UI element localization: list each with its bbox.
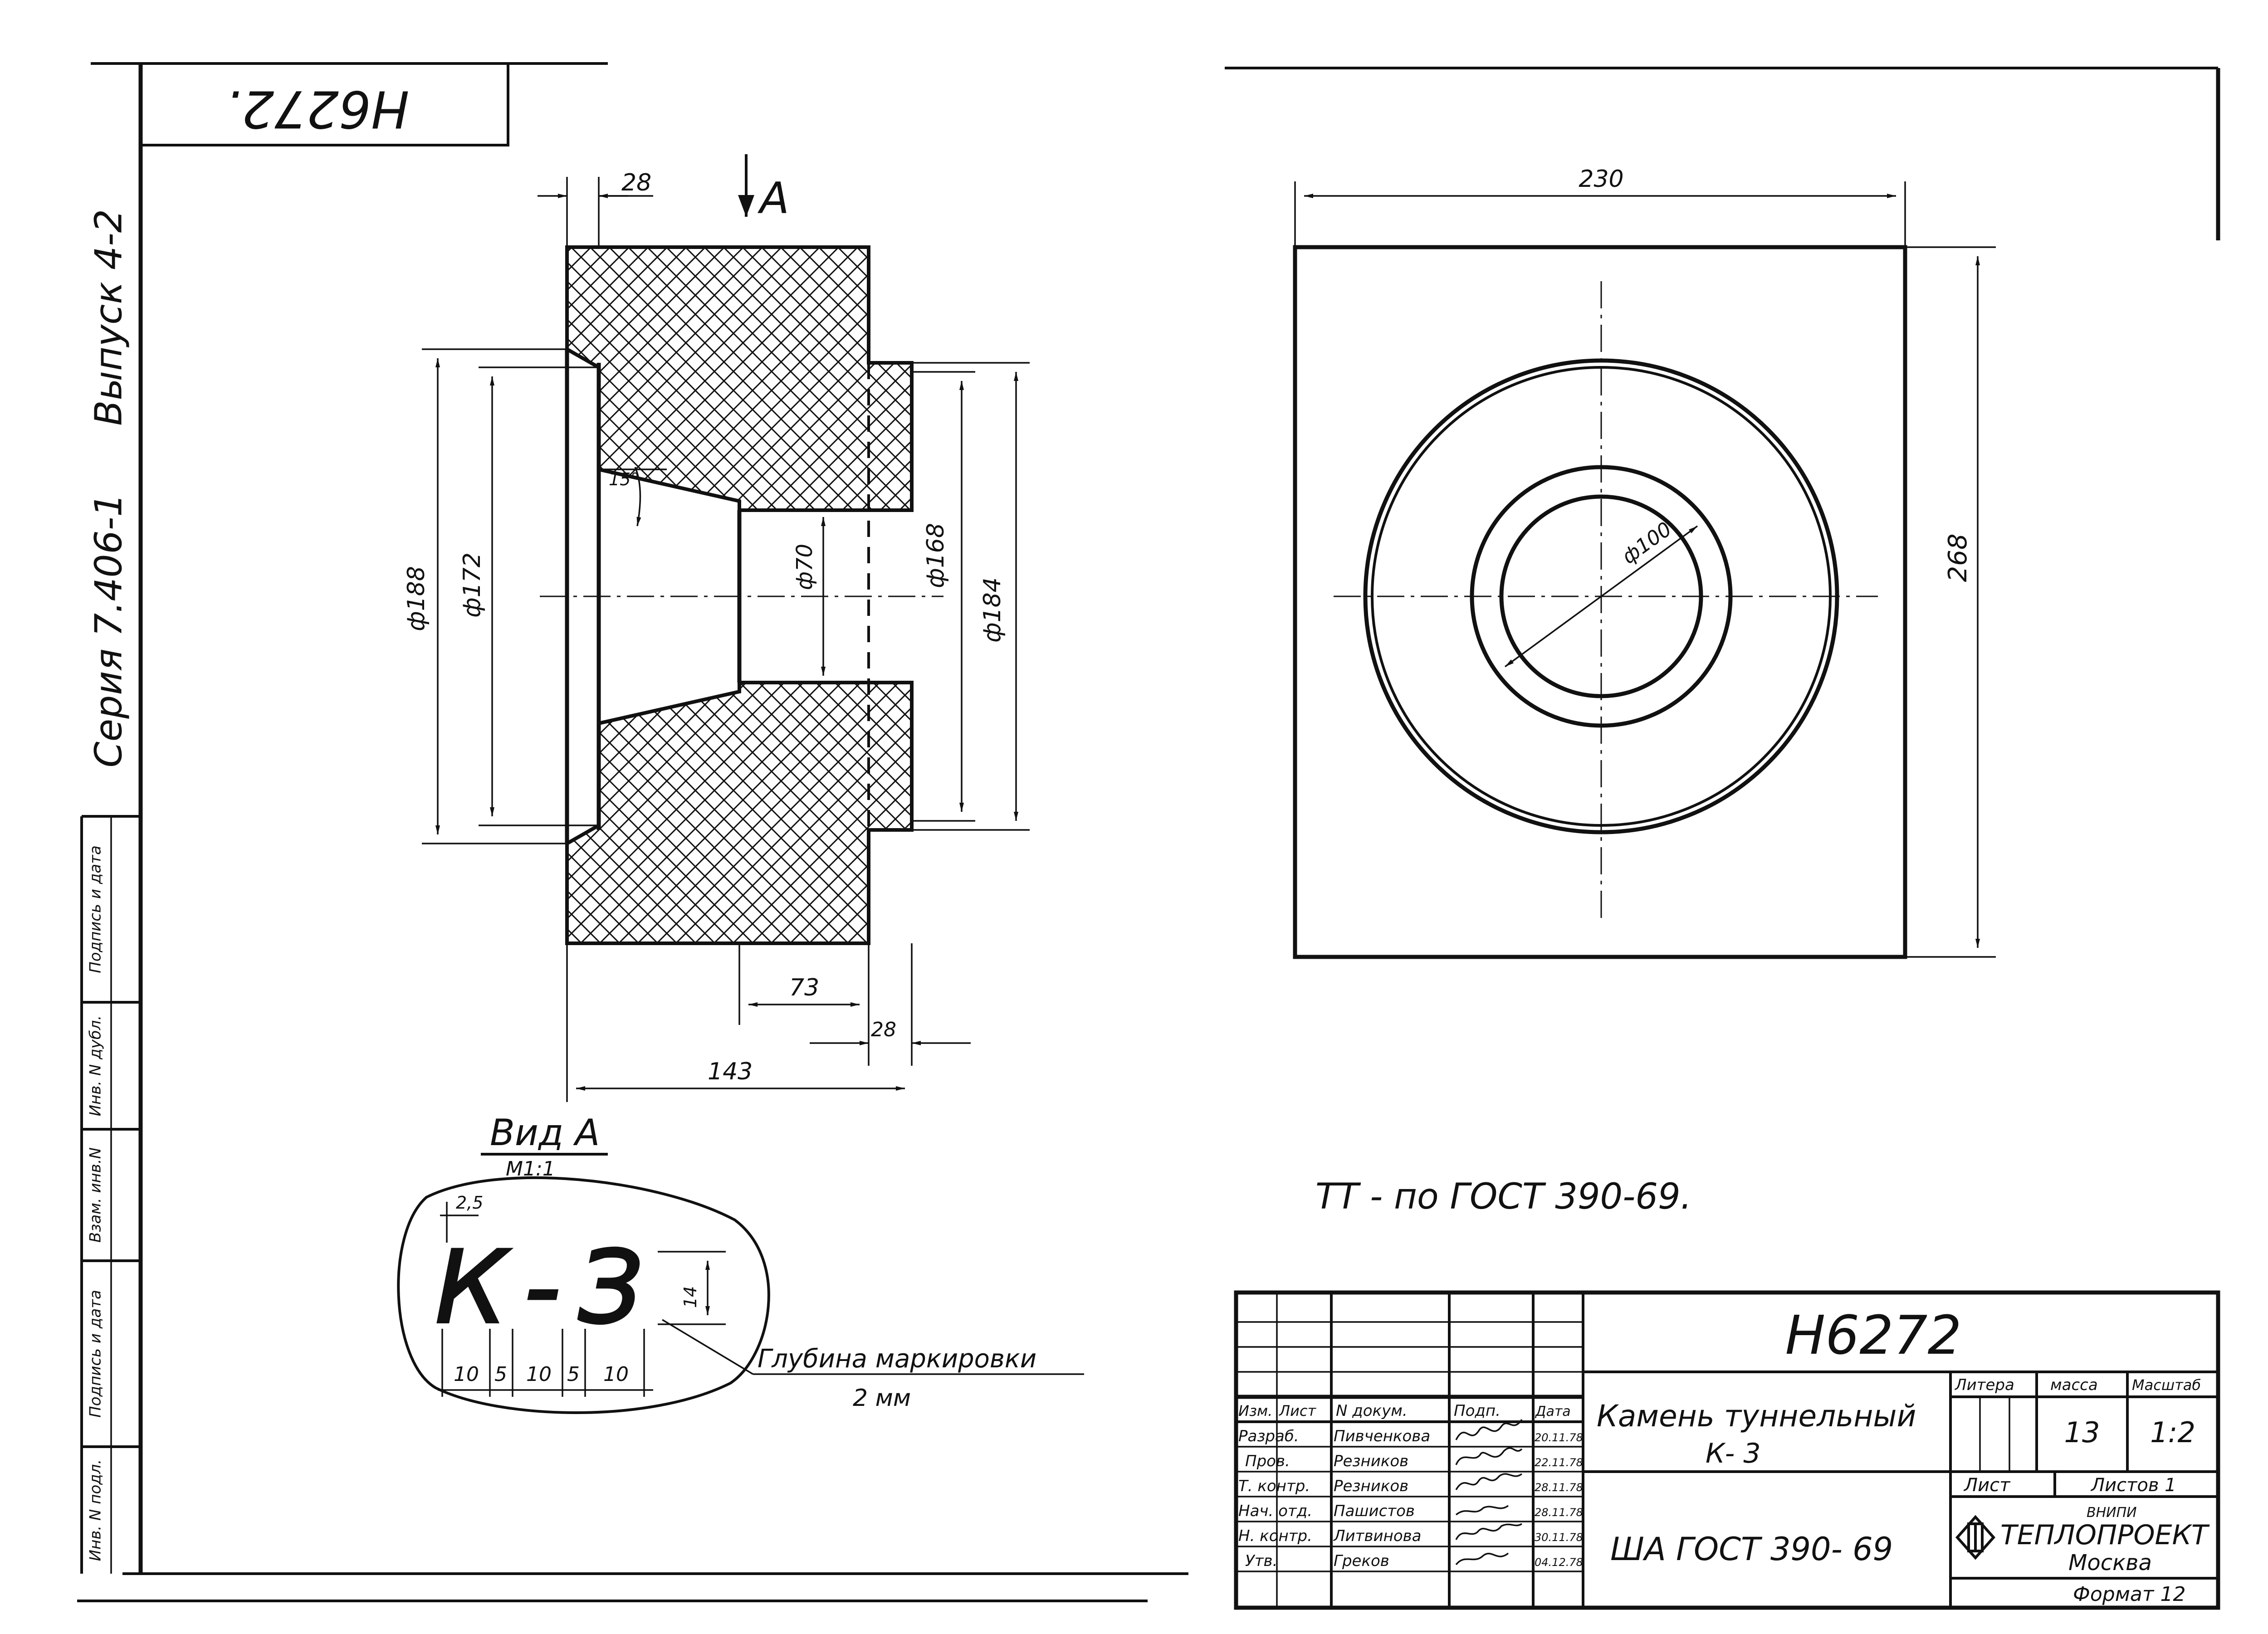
- dim-bottom: 5: [567, 1363, 580, 1386]
- view-a-title: Вид А: [490, 1112, 600, 1154]
- sheet-label: Лист: [1963, 1475, 2011, 1496]
- view-a: Вид А М1:1 2,5 К-З 14 10 5 10 5 10 Глуби…: [397, 1112, 1084, 1414]
- margin-cell-label: Подпись и дата: [87, 1290, 105, 1418]
- scale-value: 1:2: [2150, 1416, 2195, 1449]
- tt-note: ТТ - по ГОСТ 390-69.: [1315, 1176, 1691, 1217]
- org-name: ТЕПЛОПРОЕКТ: [2000, 1519, 2210, 1551]
- dim-d100: ф100: [1618, 517, 1676, 569]
- role-label: Утв.: [1245, 1552, 1277, 1570]
- litera-label: Литера: [1954, 1376, 2014, 1394]
- sign-date: 30.11.78: [1535, 1531, 1583, 1544]
- dim-bottom: 10: [454, 1363, 479, 1386]
- format-label: Формат 12: [2073, 1583, 2186, 1606]
- col-header: Лист: [1279, 1402, 1316, 1419]
- section-view: A 28 ф188 ф172 ф70 ф168 ф184 1: [403, 154, 1030, 1102]
- margin-cell-label: Подпись и дата: [87, 845, 105, 973]
- title-block: Изм. Лист N докум. Подп. Дата Разраб. Пи…: [1234, 1290, 2220, 1610]
- sheets-label: Листов 1: [2090, 1475, 2176, 1496]
- col-header: Изм.: [1238, 1402, 1272, 1419]
- dim-bottom: 5: [494, 1363, 507, 1386]
- dim-28-bottom: 28: [871, 1018, 896, 1041]
- role-label: Нач. отд.: [1238, 1502, 1312, 1520]
- dim-143: 143: [708, 1058, 753, 1085]
- part-name: Камень туннельный: [1597, 1399, 1916, 1434]
- dim-73: 73: [789, 974, 819, 1001]
- dim-2-5: 2,5: [456, 1193, 483, 1213]
- margin-cell-label: Взам. инв.N: [87, 1147, 105, 1243]
- person-name: Резников: [1334, 1477, 1408, 1495]
- margin-cell-label: Инв. N подл.: [87, 1459, 105, 1561]
- role-label: Разраб.: [1238, 1427, 1299, 1445]
- signature-scribbles: [1455, 1419, 1523, 1566]
- col-header: N докум.: [1336, 1402, 1408, 1420]
- sign-date: 20.11.78: [1535, 1431, 1583, 1444]
- depth-label: Глубина маркировки: [758, 1344, 1036, 1374]
- dim-14: 14: [680, 1286, 700, 1308]
- margin-cell-label: Инв. N дубл.: [87, 1015, 105, 1117]
- dim-268: 268: [1943, 534, 1973, 582]
- issue-label: Выпуск 4-2: [87, 209, 130, 426]
- mass-value: 13: [2064, 1416, 2100, 1449]
- plan-view: ф100 230 268: [1293, 166, 1996, 959]
- marking-text: К-З: [435, 1229, 661, 1346]
- angle-15: 15°: [609, 469, 639, 489]
- person-name: Пивченкова: [1334, 1427, 1430, 1445]
- sheet-code-rotated: H6272.: [226, 79, 410, 138]
- org-city: Москва: [2068, 1550, 2152, 1575]
- drawing-code: H6272: [1785, 1304, 1961, 1366]
- person-name: Резников: [1334, 1452, 1408, 1470]
- sign-date: 04.12.78: [1535, 1556, 1583, 1569]
- sign-date: 28.11.78: [1535, 1506, 1583, 1519]
- sheet-frame: [77, 62, 2220, 1609]
- sign-date: 28.11.78: [1535, 1481, 1583, 1494]
- person-name: Литвинова: [1333, 1527, 1422, 1545]
- dim-top-28: 28: [621, 169, 651, 196]
- dim-d172: ф172: [459, 552, 486, 618]
- part-name-code: К- 3: [1706, 1438, 1761, 1469]
- dim-d70: ф70: [792, 544, 817, 590]
- role-label: Н. контр.: [1238, 1527, 1312, 1545]
- col-header: Подп.: [1454, 1402, 1501, 1420]
- sign-date: 22.11.78: [1535, 1456, 1583, 1469]
- sheet-code-box: H6272.: [139, 62, 509, 146]
- series-label: Серия 7.406-1: [87, 493, 130, 768]
- person-name: Пашистов: [1334, 1502, 1415, 1520]
- col-header: Дата: [1535, 1404, 1571, 1419]
- dim-d168: ф168: [922, 523, 949, 588]
- org-logo-icon: [1955, 1515, 1996, 1560]
- dim-bottom: 10: [526, 1363, 552, 1386]
- dim-d188: ф188: [403, 566, 430, 631]
- role-label: Пров.: [1245, 1452, 1290, 1470]
- person-name: Греков: [1334, 1552, 1389, 1570]
- dim-230: 230: [1579, 166, 1623, 193]
- depth-value: 2 мм: [853, 1385, 911, 1412]
- scale-label: Масштаб: [2132, 1376, 2201, 1394]
- material-spec: ША ГОСТ 390- 69: [1610, 1531, 1893, 1568]
- org-small: ВНИПИ: [2087, 1505, 2137, 1521]
- dim-d184: ф184: [979, 577, 1006, 643]
- dim-bottom: 10: [603, 1363, 629, 1386]
- mass-label: масса: [2050, 1376, 2098, 1394]
- view-arrow-label: A: [757, 174, 789, 224]
- role-label: Т. контр.: [1238, 1477, 1310, 1495]
